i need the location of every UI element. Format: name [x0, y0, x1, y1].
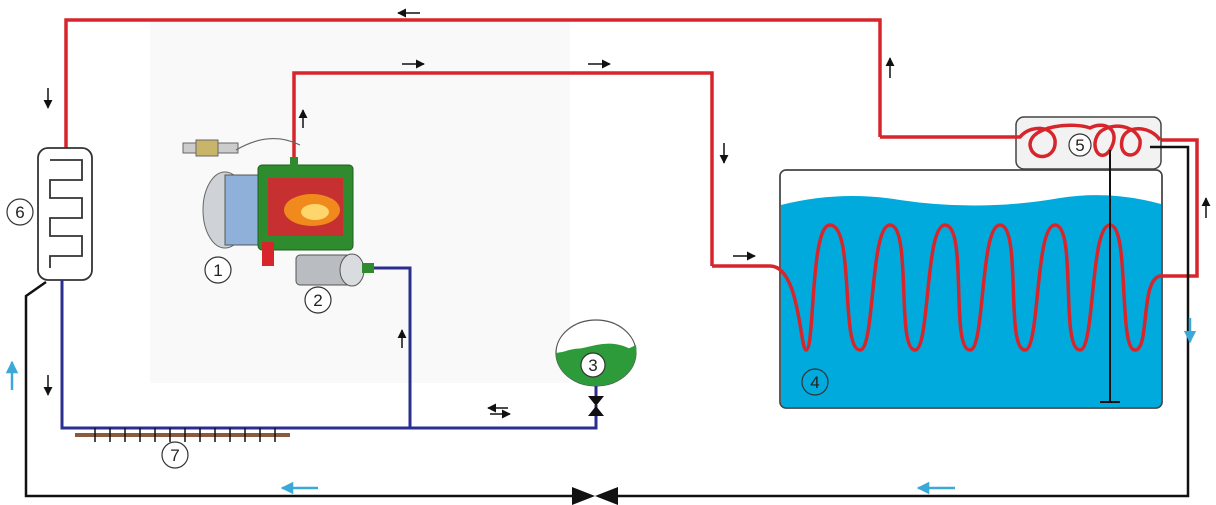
svg-text:6: 6 — [15, 203, 24, 222]
cold-return-pipe — [60, 266, 598, 430]
label-floor-heating: 7 — [161, 441, 189, 469]
hot-heater-pipe — [292, 71, 714, 266]
water-tank — [779, 169, 1163, 409]
tank-sensor-probe — [1100, 150, 1120, 403]
label-radiator: 6 — [6, 198, 34, 226]
hot-supply-pipe — [64, 18, 882, 150]
heat-exchanger — [880, 116, 1162, 170]
svg-text:2: 2 — [313, 291, 322, 310]
label-heater: 1 — [204, 256, 232, 284]
heater-unit — [182, 137, 354, 266]
svg-text:5: 5 — [1075, 136, 1084, 155]
svg-text:3: 3 — [588, 356, 597, 375]
return-valve-icon — [572, 487, 618, 505]
label-pump: 2 — [304, 286, 332, 314]
floor-heating — [75, 428, 290, 442]
svg-text:7: 7 — [170, 446, 179, 465]
cyan-flow-arrows — [5, 318, 1197, 495]
flow-arrows — [43, 8, 1211, 419]
label-expansion-tank: 3 — [580, 352, 606, 378]
svg-text:4: 4 — [810, 373, 819, 392]
label-heat-exchanger: 5 — [1075, 136, 1084, 155]
pump-unit — [295, 253, 374, 287]
radiator — [37, 147, 93, 281]
svg-text:1: 1 — [213, 261, 222, 280]
tank-heating-coil — [712, 138, 1199, 352]
return-line — [24, 145, 1190, 498]
expansion-valve-icon — [588, 396, 604, 416]
label-water-tank: 4 — [801, 368, 829, 396]
